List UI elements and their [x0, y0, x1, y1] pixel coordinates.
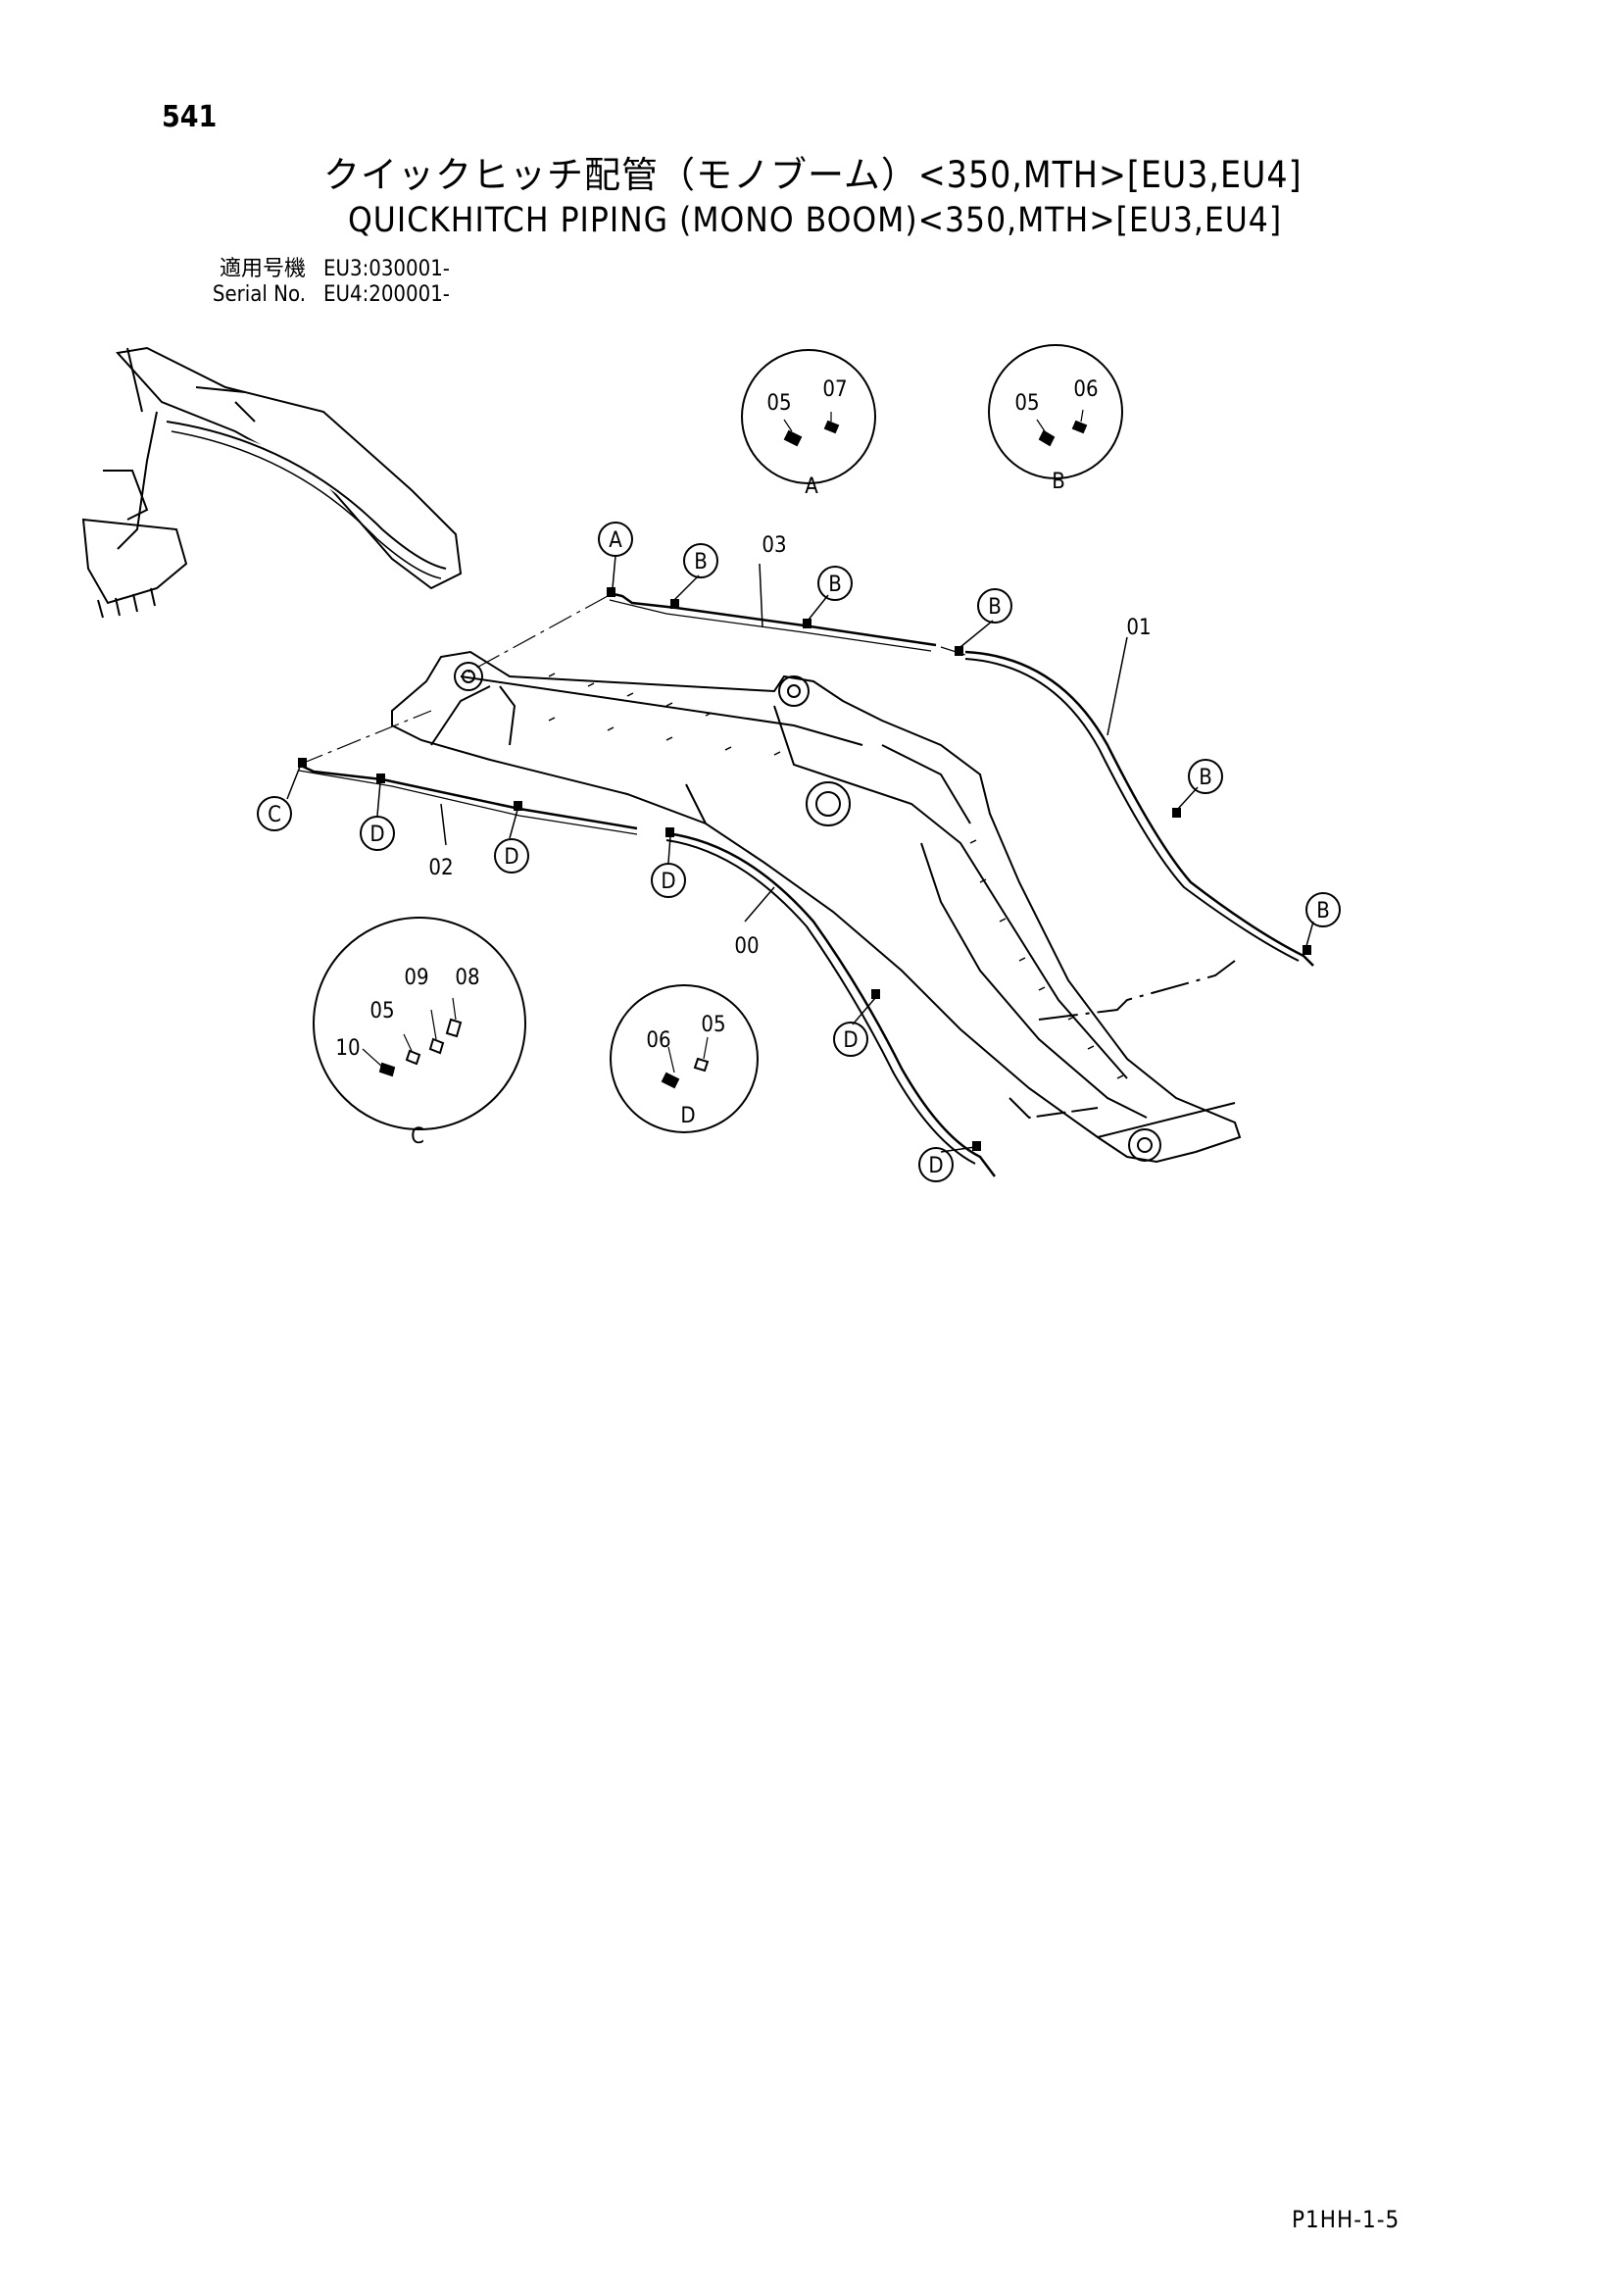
callout-d: D [661, 870, 675, 894]
callout-b: B [1199, 766, 1212, 790]
callout-b: B [694, 550, 708, 574]
page-number: 541 [162, 100, 218, 134]
detail-c-letter: C [411, 1124, 424, 1149]
pipe-02 [298, 763, 638, 835]
part-number-02: 02 [428, 856, 453, 880]
detail-c-part-09: 09 [404, 966, 428, 990]
detail-c-part-10: 10 [335, 1036, 360, 1061]
detail-b-part-1: 05 [1014, 391, 1039, 416]
excavator-overview-drawing [81, 346, 463, 619]
detail-b-part-2: 06 [1073, 377, 1098, 402]
serial-label-japanese: 適用号機 [219, 257, 306, 281]
part-number-01: 01 [1126, 616, 1151, 640]
detail-circle-d [610, 984, 759, 1133]
detail-d-part-05: 05 [701, 1013, 725, 1037]
callout-d: D [928, 1154, 943, 1178]
callout-d: D [843, 1028, 858, 1053]
detail-a-letter: A [805, 474, 818, 499]
callout-a: A [609, 528, 622, 553]
footer-code: P1HH-1-5 [1292, 2206, 1401, 2233]
callout-b: B [828, 573, 842, 597]
callout-d: D [504, 845, 518, 870]
detail-circle-c [313, 917, 526, 1130]
callout-b: B [1316, 899, 1330, 923]
part-number-00: 00 [734, 934, 759, 959]
callout-d: D [369, 823, 384, 847]
detail-a-part-1: 05 [766, 391, 791, 416]
serial-value-eu4: EU4:200001- [323, 282, 450, 307]
detail-c-part-05: 05 [369, 999, 394, 1023]
detail-circle-a [741, 349, 876, 484]
detail-a-part-2: 07 [822, 377, 847, 402]
callout-b: B [988, 595, 1002, 620]
detail-b-letter: B [1052, 470, 1065, 494]
callout-leaders [286, 555, 1314, 1153]
serial-value-eu3: EU3:030001- [323, 257, 450, 281]
title-english: QUICKHITCH PIPING (MONO BOOM)<350,MTH>[E… [348, 201, 1283, 240]
pipe-03 [609, 591, 937, 652]
callout-bubbles [257, 522, 1341, 1182]
serial-number-block: 適用号機 EU3:030001- Serial No. EU4:200001- [159, 257, 450, 308]
hose-01 [964, 650, 1314, 967]
detail-d-letter: D [680, 1104, 695, 1128]
detail-c-part-08: 08 [455, 966, 479, 990]
hose-00 [665, 831, 996, 1177]
clamp-marks [298, 587, 1311, 1151]
boom-outline [391, 650, 1242, 1164]
title-japanese: クイックヒッチ配管（モノブーム）<350,MTH>[EU3,EU4] [323, 154, 1303, 196]
serial-label-english: Serial No. [212, 282, 306, 307]
detail-circle-b [988, 344, 1123, 479]
detail-d-part-06: 06 [646, 1028, 670, 1053]
alignment-lines [298, 595, 966, 766]
boom-details [548, 673, 1124, 1079]
callout-c: C [268, 803, 281, 827]
part-number-03: 03 [762, 533, 786, 558]
